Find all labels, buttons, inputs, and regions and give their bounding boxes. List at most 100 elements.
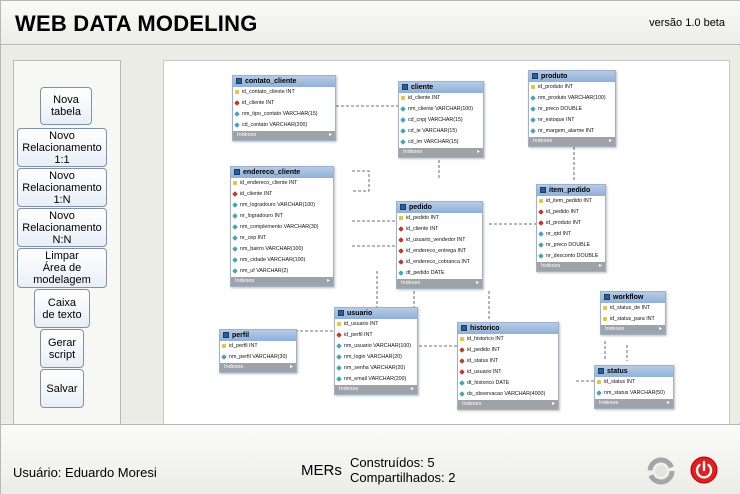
er-column-text: id_pedido INT — [467, 347, 500, 353]
indexes-footer[interactable]: Indexes — [335, 385, 417, 394]
er-table-name: status — [607, 368, 628, 375]
attribute-icon — [232, 202, 238, 208]
indexes-footer[interactable]: Indexes — [458, 400, 558, 409]
er-table-name: item_pedido — [549, 187, 591, 194]
generate-script-button[interactable]: Gerar script — [40, 329, 84, 368]
er-column-text: id_usuario INT — [467, 369, 502, 375]
version-label: versão 1.0 beta — [649, 17, 725, 29]
table-icon — [400, 204, 406, 210]
er-table-title[interactable]: item_pedido — [537, 185, 605, 196]
table-icon — [338, 310, 344, 316]
er-column-text: id_perfil INT — [344, 332, 373, 338]
er-column-text: nr_qtd INT — [546, 231, 572, 237]
er-column: id_cliente INT — [399, 93, 483, 104]
er-column: id_status INT — [595, 377, 673, 388]
text-box-button[interactable]: Caixa de texto — [34, 289, 90, 328]
indexes-footer[interactable]: Indexes — [233, 131, 335, 140]
er-column-text: id_endereco_cliente INT — [240, 180, 298, 186]
attribute-icon — [400, 128, 406, 134]
key-icon — [531, 85, 535, 89]
er-table-title[interactable]: historico — [458, 323, 558, 334]
table-icon — [598, 368, 604, 374]
er-column-text: id_cliente INT — [240, 191, 273, 197]
indexes-footer[interactable]: Indexes — [601, 325, 665, 334]
er-table-title[interactable]: perfil — [220, 330, 296, 341]
er-table-title[interactable]: status — [595, 366, 673, 377]
er-column-text: id_pedido INT — [406, 215, 439, 221]
foreign-key-icon — [538, 209, 544, 215]
attribute-icon — [234, 111, 240, 117]
er-column-text: nm_produto VARCHAR(100) — [538, 95, 606, 101]
indexes-footer[interactable]: Indexes — [537, 262, 605, 271]
er-column-text: id_cliente INT — [408, 95, 441, 101]
er-column-text: id_status_para INT — [610, 316, 655, 322]
er-table-title[interactable]: cliente — [399, 82, 483, 93]
power-icon[interactable] — [689, 455, 719, 485]
indexes-footer[interactable]: Indexes — [231, 277, 333, 286]
er-column: nr_preco DOUBLE — [529, 104, 615, 115]
er-table-title[interactable]: usuario — [335, 308, 417, 319]
er-column: nm_cidade VARCHAR(100) — [231, 255, 333, 266]
er-table-name: workflow — [613, 294, 644, 301]
indexes-footer[interactable]: Indexes — [397, 279, 482, 288]
er-column-text: id_cliente INT — [406, 226, 439, 232]
er-table-title[interactable]: pedido — [397, 202, 482, 213]
er-column: dt_pedido DATE — [397, 268, 482, 279]
er-table-endereco_cliente[interactable]: endereco_cliente id_endereco_cliente INT i… — [230, 166, 334, 287]
attribute-icon — [398, 270, 404, 276]
indexes-footer[interactable]: Indexes — [399, 148, 483, 157]
new-relationship-n-n-button[interactable]: Novo Relacionamento N:N — [17, 208, 107, 247]
mers-label: MERs — [301, 462, 342, 479]
er-table-name: endereco_cliente — [243, 169, 301, 176]
er-column-text: nm_senha VARCHAR(20) — [344, 365, 406, 371]
foreign-key-icon — [398, 248, 404, 254]
er-table-title[interactable]: contato_cliente — [233, 76, 335, 87]
new-relationship-1-1-button[interactable]: Novo Relacionamento 1:1 — [17, 128, 107, 167]
foreign-key-icon — [398, 237, 404, 243]
er-column: nm_logradouro VARCHAR(100) — [231, 200, 333, 211]
er-column-text: id_cliente INT — [242, 100, 275, 106]
er-column-text: nr_desconto DOUBLE — [546, 253, 599, 259]
er-table-title[interactable]: workflow — [601, 292, 665, 303]
new-table-button[interactable]: Nova tabela — [40, 87, 92, 125]
attribute-icon — [596, 390, 602, 396]
foreign-key-icon — [398, 226, 404, 232]
key-icon — [603, 317, 607, 321]
attribute-icon — [336, 354, 342, 360]
er-column: nm_bairro VARCHAR(100) — [231, 244, 333, 255]
er-column: nr_preco DOUBLE — [537, 240, 605, 251]
er-table-title[interactable]: produto — [529, 71, 615, 82]
er-column-text: nr_margem_alarme INT — [538, 128, 595, 134]
er-column: id_perfil INT — [335, 330, 417, 341]
save-button[interactable]: Salvar — [40, 369, 84, 408]
er-column: id_status INT — [458, 356, 558, 367]
er-column-text: nm_email VARCHAR(200) — [344, 376, 407, 382]
er-table-workflow[interactable]: workflow id_status_de INT id_status_para I… — [600, 291, 666, 335]
er-column: nm_email VARCHAR(200) — [335, 374, 417, 385]
er-column-text: dt_pedido DATE — [406, 270, 445, 276]
er-column: id_status_de INT — [601, 303, 665, 314]
new-relationship-1-n-button[interactable]: Novo Relacionamento 1:N — [17, 168, 107, 207]
table-icon — [223, 332, 229, 338]
indexes-footer[interactable]: Indexes — [529, 137, 615, 146]
indexes-footer[interactable]: Indexes — [595, 399, 673, 408]
clear-area-button[interactable]: Limpar Área de modelagem — [17, 248, 107, 288]
er-column-text: nm_usuario VARCHAR(100) — [344, 343, 412, 349]
attribute-icon — [336, 365, 342, 371]
er-table-title[interactable]: endereco_cliente — [231, 167, 333, 178]
table-icon — [461, 325, 467, 331]
attribute-icon — [530, 117, 536, 123]
refresh-icon[interactable] — [646, 456, 676, 486]
indexes-footer[interactable]: Indexes — [220, 363, 296, 372]
foreign-key-icon — [234, 100, 240, 106]
